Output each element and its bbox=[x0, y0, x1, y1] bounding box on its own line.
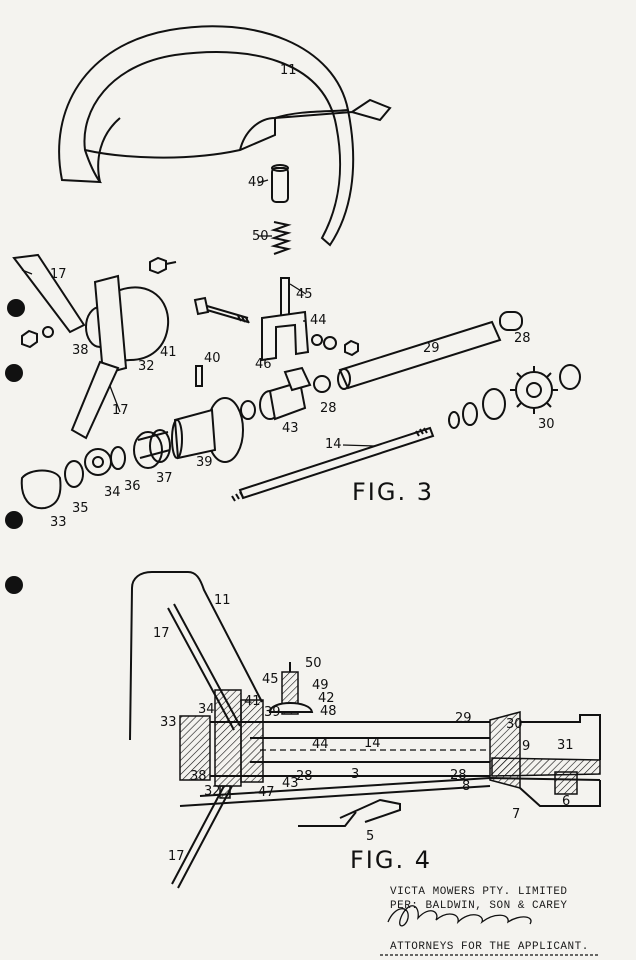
fig4-part-label: 32 bbox=[204, 784, 221, 799]
fig4-title: FIG. 4 bbox=[350, 846, 432, 874]
fig4-part-label: 7 bbox=[512, 807, 520, 822]
fig3-part-label: 28 bbox=[320, 401, 337, 416]
fig3-part-label: 30 bbox=[538, 417, 555, 432]
pin-and-spring bbox=[270, 164, 292, 255]
fig3-part-label: 43 bbox=[282, 421, 299, 436]
fig4-part-label: 34 bbox=[198, 702, 215, 717]
fig4-part-label: 42 bbox=[318, 691, 335, 706]
leader-line bbox=[257, 179, 269, 184]
fig3-part-label: 38 bbox=[72, 343, 89, 358]
fig3-part-label: 46 bbox=[255, 357, 272, 372]
main-shaft bbox=[231, 426, 435, 502]
fig4-part-label: 50 bbox=[305, 656, 322, 671]
fig3-part-label: 17 bbox=[112, 403, 129, 418]
guard-part bbox=[58, 25, 392, 247]
fig3-part-label: 36 bbox=[124, 479, 141, 494]
fig3-part-label: 35 bbox=[72, 501, 89, 516]
leader-line bbox=[289, 283, 307, 295]
fig4-part-label: 29 bbox=[455, 711, 472, 726]
fig4-part-label: 47 bbox=[258, 785, 275, 800]
fig3-part-label: 37 bbox=[156, 471, 173, 486]
fig4-part-label: 11 bbox=[214, 593, 231, 608]
fig3-part-label: 33 bbox=[50, 515, 67, 530]
spring-coupling bbox=[133, 429, 171, 469]
blade-hub bbox=[85, 274, 170, 376]
fig4-part-label: 39 bbox=[264, 705, 281, 720]
fig4-part-label: 9 bbox=[522, 739, 530, 754]
fig3-part-label: 29 bbox=[423, 341, 440, 356]
fig3-part-label: 39 bbox=[196, 455, 213, 470]
fig4-part-label: 45 bbox=[262, 672, 279, 687]
fig3-part-label: 34 bbox=[104, 485, 121, 500]
fig4-part-label: 31 bbox=[557, 738, 574, 753]
fig4-part-label: 17 bbox=[153, 626, 170, 641]
fig3-part-label: 44 bbox=[310, 313, 327, 328]
fig4-part-label: 3 bbox=[351, 767, 359, 782]
fig4-part-label: 38 bbox=[190, 769, 207, 784]
fig3-part-label: 14 bbox=[325, 437, 342, 452]
fig4-part-label: 5 bbox=[366, 829, 374, 844]
blade-upper bbox=[12, 253, 86, 334]
fig4-part-label: 49 bbox=[312, 678, 329, 693]
fig4-part-label: 14 bbox=[364, 736, 381, 751]
fig4-part-label: 28 bbox=[450, 768, 467, 783]
fig3-title: FIG. 3 bbox=[352, 478, 434, 506]
stamp-line-1: VICTA MOWERS PTY. LIMITED bbox=[390, 886, 568, 898]
leader-line bbox=[342, 444, 376, 447]
fig4-part-label: 48 bbox=[320, 704, 337, 719]
bolt bbox=[149, 256, 250, 324]
fig4-part-label: 41 bbox=[244, 694, 261, 709]
fig4-part-label: 44 bbox=[312, 737, 329, 752]
fig4-part-label: 33 bbox=[160, 715, 177, 730]
signature bbox=[387, 905, 532, 927]
punch-holes bbox=[5, 299, 25, 594]
fig3-part-label: 17 bbox=[50, 267, 67, 282]
leader-line bbox=[109, 385, 121, 413]
fig4-section-view bbox=[129, 571, 601, 889]
fig3-part-label: 11 bbox=[280, 63, 297, 78]
fig3-part-label: 40 bbox=[204, 351, 221, 366]
fig4-part-label: 17 bbox=[168, 849, 185, 864]
fig3-part-label: 49 bbox=[248, 175, 265, 190]
drive-cup bbox=[171, 397, 244, 463]
fig3-exploded-view bbox=[12, 25, 581, 510]
stamp-line-3: ATTORNEYS FOR THE APPLICANT. bbox=[390, 941, 589, 953]
gear-part bbox=[510, 366, 558, 414]
fig3-part-label: 41 bbox=[160, 345, 177, 360]
bracket-assembly bbox=[261, 277, 523, 390]
fig3-part-label: 32 bbox=[138, 359, 155, 374]
stamp-line-2: PER: BALDWIN, SON & CAREY bbox=[390, 900, 568, 912]
fig3-part-label: 28 bbox=[514, 331, 531, 346]
fig4-part-label: 30 bbox=[506, 717, 523, 732]
blade-lower bbox=[70, 360, 120, 440]
leader-line bbox=[21, 269, 33, 275]
fig4-part-label: 28 bbox=[296, 769, 313, 784]
fig4-part-label: 43 bbox=[282, 776, 299, 791]
fig4-part-label: 6 bbox=[562, 794, 570, 809]
fig4-part-label: 8 bbox=[462, 779, 470, 794]
